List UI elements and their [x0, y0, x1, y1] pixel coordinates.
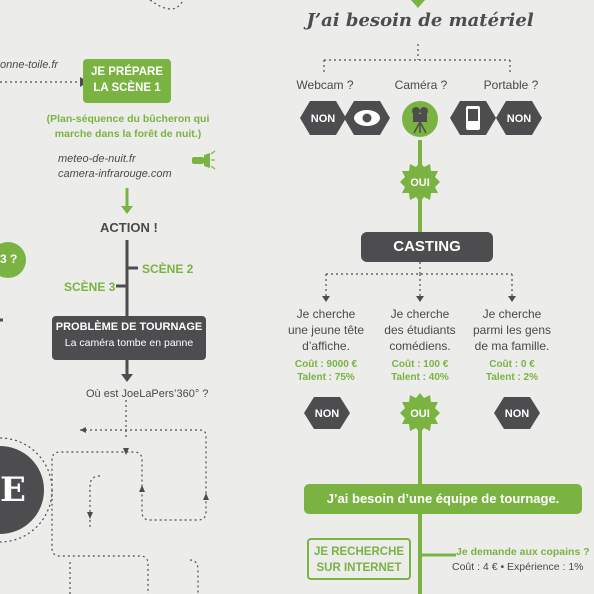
- option-students-line-1: Je cherche: [390, 307, 450, 321]
- prepare-line-1: JE PRÉPARE: [90, 66, 163, 78]
- camera-question: Caméra ?: [394, 78, 448, 92]
- option-students-cost: Coût : 100 €: [391, 359, 449, 370]
- prepare-scene-box: JE PRÉPARE LA SCÈNE 1: [83, 59, 171, 103]
- flashlight-icon: [192, 150, 216, 170]
- action-label: ACTION !: [100, 220, 158, 235]
- url-top[interactable]: onne-toile.fr: [0, 59, 59, 71]
- green-badge-partial: 3 ?: [0, 252, 18, 266]
- link-meteo[interactable]: meteo-de-nuit.fr: [58, 153, 136, 165]
- webcam-non-text: NON: [311, 113, 336, 125]
- oui-badge-students: OUI: [400, 393, 440, 433]
- option-family-line-1: Je cherche: [482, 307, 542, 321]
- option-family: Je cherche parmi les gens de ma famille.…: [458, 306, 566, 384]
- option-star-line-3: d’affiche.: [302, 339, 350, 353]
- reference-links: meteo-de-nuit.fr camera-infrarouge.com: [58, 152, 172, 182]
- team-banner: J’ai besoin d’une équipe de tournage.: [304, 484, 582, 514]
- portable-non-text: NON: [507, 113, 532, 125]
- non-text-star: NON: [315, 408, 340, 420]
- option-star-line-2: une jeune tête: [287, 323, 365, 337]
- problem-subtitle: La caméra tombe en panne: [64, 337, 194, 349]
- equipment-title: J’ai besoin de matériel: [306, 10, 534, 31]
- webcam-non-badge: NON: [300, 101, 390, 135]
- search-internet-box: JE RECHERCHE SUR INTERNET: [307, 538, 411, 580]
- camera-icon: [402, 101, 438, 137]
- option-family-line-2: parmi les gens: [472, 323, 552, 337]
- scene-3-label: SCÈNE 3: [64, 280, 116, 294]
- prepare-line-2: LA SCÈNE 1: [93, 82, 161, 94]
- option-star-talent: Talent : 75%: [297, 372, 355, 383]
- circle-letter-partial: E: [0, 470, 26, 510]
- oui-badge-camera: OUI: [400, 162, 440, 202]
- option-students-talent: Talent : 40%: [391, 372, 449, 383]
- non-badge-star: NON: [304, 397, 350, 429]
- scene-2-label: SCÈNE 2: [142, 262, 194, 276]
- search-line-2: SUR INTERNET: [316, 562, 402, 574]
- casting-box: CASTING: [361, 232, 493, 262]
- non-badge-family: NON: [494, 397, 540, 429]
- option-students-line-2: des étudiants: [384, 323, 456, 337]
- webcam-question: Webcam ?: [296, 78, 354, 92]
- portable-question: Portable ?: [483, 78, 539, 92]
- option-family-line-3: de ma famille.: [474, 339, 550, 353]
- option-star-line-1: Je cherche: [296, 307, 356, 321]
- oui-text-camera: OUI: [410, 177, 430, 189]
- option-star: Je cherche une jeune tête d’affiche. Coû…: [272, 306, 380, 384]
- option-students-line-3: comédiens.: [389, 339, 451, 353]
- non-text-family: NON: [505, 408, 530, 420]
- plan-note: (Plan-séquence du bûcheron qui marche da…: [38, 112, 218, 142]
- friends-question: Je demande aux copains ?: [456, 546, 590, 558]
- option-family-cost: Coût : 0 €: [489, 359, 535, 370]
- plan-note-line-1: (Plan-séquence du bûcheron qui: [46, 113, 210, 125]
- oui-text-students: OUI: [410, 408, 430, 420]
- where-question: Où est JoeLaPers’360° ?: [86, 388, 209, 400]
- problem-title: PROBLÈME DE TOURNAGE: [55, 321, 203, 333]
- option-family-talent: Talent : 2%: [485, 372, 539, 383]
- problem-box: PROBLÈME DE TOURNAGE La caméra tombe en …: [52, 316, 206, 360]
- option-star-cost: Coût : 9000 €: [294, 359, 358, 370]
- option-students: Je cherche des étudiants comédiens. Coût…: [366, 306, 474, 384]
- link-camera[interactable]: camera-infrarouge.com: [58, 168, 172, 180]
- portable-non-badge: NON: [450, 101, 542, 135]
- plan-note-line-2: marche dans la forêt de nuit.): [54, 128, 202, 140]
- friends-cost: Coût : 4 € • Expérience : 1%: [452, 561, 584, 573]
- search-line-1: JE RECHERCHE: [313, 546, 405, 558]
